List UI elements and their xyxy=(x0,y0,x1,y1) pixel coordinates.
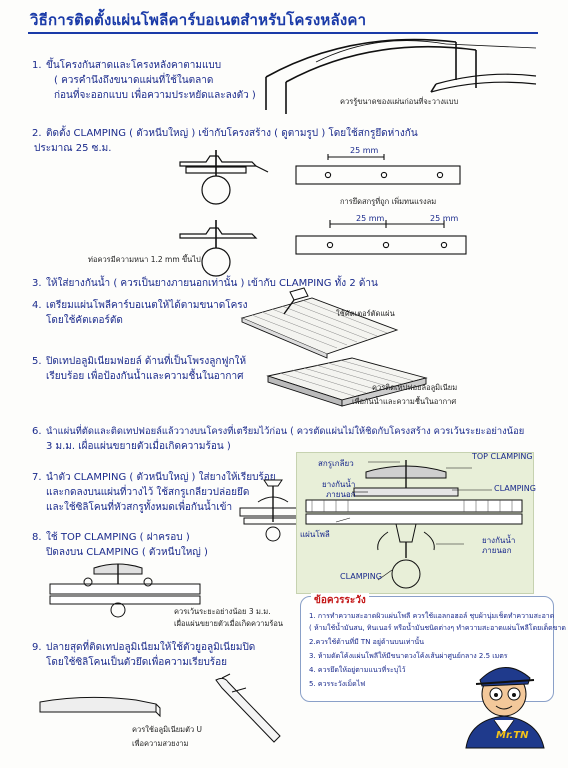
step-6-line-2: 3 ม.ม. เผื่อแผ่นขยายตัวเมื่อเกิดความร้อน… xyxy=(46,441,231,452)
step-2-line-2: ประมาณ 25 ซ.ม. xyxy=(34,143,112,154)
step-6-line-1: นำแผ่นที่ตัดและติดเทปฟอยล์แล้ววางบนโครงท… xyxy=(46,426,525,437)
dimension-label-1: 25 mm xyxy=(350,146,379,155)
step-2-line-1: ติดตั้ง CLAMPING ( ตัวหนีบใหญ่ ) เข้ากับ… xyxy=(46,128,418,139)
gap-caption-2: เผื่อแผ่นขยายตัวเมื่อเกิดความร้อน xyxy=(174,619,284,628)
step-1-line-2: ( ควรคำนึงถึงขนาดแผ่นที่ใช้ในตลาด xyxy=(54,75,214,86)
label-gasket-out-2: ภายนอก xyxy=(326,490,356,499)
roof-frame-illustration xyxy=(265,38,537,114)
step-1-line-1: ขึ้นโครงกันสาดและโครงหลังคาตามแบบ xyxy=(46,60,222,71)
u-channel-caption-2: เพื่อความสวยงาม xyxy=(132,739,189,748)
clamp-profile-top xyxy=(179,150,269,205)
u-channel-illustration xyxy=(39,673,281,743)
cutter-caption: ใช้คัตเตอร์ตัดแผ่น xyxy=(336,309,395,318)
label-top-clamping: TOP CLAMPING xyxy=(472,452,533,461)
step-6: 6.นำแผ่นที่ตัดและติดเทปฟอยล์แล้ววางบนโคร… xyxy=(32,426,525,452)
step-9: 9.ปลายสุดที่ติดเทปอลูมิเนียมให้ใช้ตัวยูอ… xyxy=(32,642,256,668)
clamp-profile-bottom xyxy=(179,220,258,277)
step-8-line-2: ปิดลงบน CLAMPING ( ตัวหนีบใหญ่ ) xyxy=(46,547,208,558)
label-gasket-out: ยางกันน้ำ xyxy=(322,480,356,489)
caution-title: ข้อควรระวัง xyxy=(311,593,369,608)
step-5-line-2: เรียบร้อย เพื่อป้องกันน้ำและความชื้นในอา… xyxy=(46,371,244,382)
title-underline xyxy=(28,32,538,34)
step-4-line-2: โดยใช้คัตเตอร์ตัด xyxy=(46,315,123,326)
pipe-caption: ท่อควรมีความหนา 1.2 mm ขึ้นไป xyxy=(88,255,201,264)
step-2: 2.ติดตั้ง CLAMPING ( ตัวหนีบใหญ่ ) เข้าก… xyxy=(32,128,418,154)
screw-spacing-diagram-2 xyxy=(295,220,467,255)
step-8-line-1: ใช้ TOP CLAMPING ( ฝาครอบ ) xyxy=(46,532,190,543)
caution-item-1: 1. การทำความสะอาดผิวแผ่นโพลี ควรใช้แอลกอ… xyxy=(309,612,555,620)
label-gasket-in-2: ภายนอก xyxy=(482,546,512,555)
caution-item-4: 4. ควรยึดให้อยู่ตามแนวที่ระบุไว้ xyxy=(309,666,406,674)
step-3-line-1: ให้ใส่ยางกันน้ำ ( ควรเป็นยางภายนอกเท่านั… xyxy=(46,278,378,289)
step-7-line-2: และกดลงบนแผ่นที่วางไว้ ใช้สกรูเกลียวปล่อ… xyxy=(46,487,250,498)
clamping-assembly-diagram xyxy=(305,460,523,589)
step-7-line-1: นำตัว CLAMPING ( ตัวหนีบใหญ่ ) ใส่ยางให้… xyxy=(46,472,276,483)
foil-caption-2: เพื่อกันน้ำและความชื้นในอากาศ xyxy=(352,397,457,406)
dimension-label-2b: 25 mm xyxy=(430,214,459,223)
caution-item-1b: ( ห้ามใช้น้ำมันสน, ทินเนอร์ หรือน้ำมันชน… xyxy=(309,624,566,632)
mascot-badge: Mr.TN xyxy=(496,730,529,741)
screw-spacing-diagram-1 xyxy=(295,154,461,185)
gap-caption-1: ควรเว้นระยะอย่างน้อย 3 ม.ม. xyxy=(174,607,271,616)
step-9-line-1: ปลายสุดที่ติดเทปอลูมิเนียมให้ใช้ตัวยูอลู… xyxy=(46,642,256,653)
cutting-sheet-illustration xyxy=(240,287,399,359)
label-clamping-bottom: CLAMPING xyxy=(340,572,382,581)
top-clamping-illustration xyxy=(49,563,201,618)
caution-item-2: 2.ควรใช้ด้านที่มี TN อยู่ด้านบนเท่านั้น xyxy=(309,638,424,646)
page-title: วิธีการติดตั้งแผ่นโพลีคาร์บอเนตสำหรับโคร… xyxy=(30,11,367,29)
mascot-illustration xyxy=(465,667,545,749)
step-5-line-1: ปิดเทปอลูมิเนียมฟอยล์ ด้านที่เป็นโพรงลูก… xyxy=(46,356,247,367)
step-7: 7.นำตัว CLAMPING ( ตัวหนีบใหญ่ ) ใส่ยางใ… xyxy=(32,472,276,513)
step-5: 5.ปิดเทปอลูมิเนียมฟอยล์ ด้านที่เป็นโพรงล… xyxy=(32,356,247,382)
caution-item-5: 5. ควรระวังเม็ดไฟ xyxy=(309,680,366,688)
screw-caption: การยึดสกรูที่ถูก เพิ่มทนแรงลม xyxy=(340,197,437,206)
step-3: 3.ให้ใส่ยางกันน้ำ ( ควรเป็นยางภายนอกเท่า… xyxy=(32,278,378,289)
step-4: 4.เตรียมแผ่นโพลีคาร์บอเนตให้ได้ตามขนาดโค… xyxy=(32,300,248,326)
caution-box: ข้อควรระวัง 1. การทำความสะอาดผิวแผ่นโพลี… xyxy=(300,593,566,702)
u-channel-caption-1: ควรใช้อลูมิเนียมตัว U xyxy=(132,725,203,734)
step-7-line-3: และใช้ซิลิโคนที่หัวสกรูทั้งหมดเพื่อกันน้… xyxy=(46,502,233,513)
label-screw: สกรูเกลียว xyxy=(318,459,354,468)
foil-caption-1: ควรติดเทปฟอยล์อลูมิเนียม xyxy=(372,383,458,392)
step-4-line-1: เตรียมแผ่นโพลีคาร์บอเนตให้ได้ตามขนาดโครง xyxy=(46,300,248,311)
label-clamping: CLAMPING xyxy=(494,484,536,493)
step-1-line-3: ก่อนที่จะออกแบบ เพื่อความประหยัดและลงตัว… xyxy=(54,90,256,101)
roof-caption: ควรรู้ขนาดของแผ่นก่อนที่จะวางแบบ xyxy=(340,97,459,106)
step-9-line-2: โดยใช้ซิลิโคนเป็นตัวยึดเพื่อความเรียบร้อ… xyxy=(46,657,228,668)
caution-item-3: 3. ห้ามดัดโค้งแผ่นโพลีให้มีขนาดวงโค้งเส้… xyxy=(309,652,508,660)
label-gasket-in: ยางกันน้ำ xyxy=(482,536,516,545)
step-8: 8.ใช้ TOP CLAMPING ( ฝาครอบ ) ปิดลงบน CL… xyxy=(32,532,208,558)
step-1: 1.ขึ้นโครงกันสาดและโครงหลังคาตามแบบ ( คว… xyxy=(32,60,256,101)
label-sheet: แผ่นโพลี xyxy=(300,530,330,539)
dimension-label-2a: 25 mm xyxy=(356,214,385,223)
foil-tape-sheet-illustration xyxy=(266,357,428,407)
